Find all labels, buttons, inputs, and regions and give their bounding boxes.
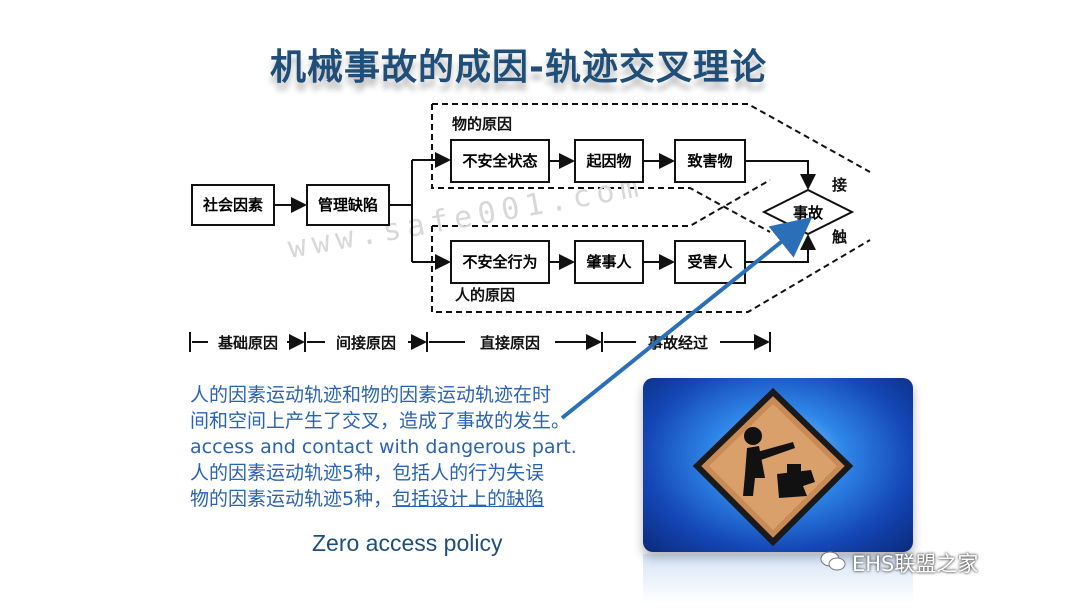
human-trajectory-envelope [431,179,871,313]
contact-label-2: 触 [832,228,847,246]
wechat-icon [820,551,846,571]
harmful-object-box: 致害物 [674,139,746,183]
stage-indirect: 间接原因 [336,334,396,352]
svg-text:不安全状态: 不安全状态 [462,152,537,170]
material-cause-label: 物的原因 [452,115,512,133]
wechat-watermark: EHS联盟之家 [852,552,979,576]
perpetrator-box: 肇事人 [574,240,644,284]
svg-text:肇事人: 肇事人 [585,253,632,271]
svg-text:起因物: 起因物 [585,152,631,170]
svg-text:不安全行为: 不安全行为 [462,253,537,271]
contact-label-1: 接 [832,176,847,194]
unsafe-state-box: 不安全状态 [450,139,550,183]
warning-sign-illustration [692,387,854,547]
victim-box: 受害人 [674,240,746,284]
human-cause-label: 人的原因 [455,286,515,304]
text-line-3: access and contact with dangerous part. [190,436,577,458]
stage-timeline [189,332,771,352]
svg-text:社会因素: 社会因素 [202,196,263,214]
text-line-2: 间和空间上产生了交叉，造成了事故的发生。 [190,410,571,432]
text-line-4: 人的因素运动轨迹5种，包括人的行为失误 [190,462,545,484]
warning-sign-photo [643,378,913,552]
design-defect-link: 包括设计上的缺陷 [392,488,545,510]
mgmt-defect-box: 管理缺陷 [306,184,390,226]
svg-text:受害人: 受害人 [687,253,733,271]
stage-basic: 基础原因 [217,334,278,352]
text-line-1: 人的因素运动轨迹和物的因素运动轨迹在时 [190,384,552,406]
unsafe-act-box: 不安全行为 [450,240,550,284]
material-trajectory-envelope [431,103,871,233]
stage-direct: 直接原因 [480,334,540,352]
pointer-arrow [560,216,813,420]
svg-text:事故: 事故 [793,204,824,222]
page-title: 机械事故的成因-轨迹交叉理论 [270,47,767,88]
text-line-5: 物的因素运动轨迹5种，包括设计上的缺陷 [190,488,545,510]
policy-caption: Zero access policy [312,530,503,556]
social-factor-box: 社会因素 [191,184,275,226]
causing-object-box: 起因物 [574,139,644,183]
explanation-text: 人的因素运动轨迹和物的因素运动轨迹在时 间和空间上产生了交叉，造成了事故的发生。… [190,382,577,512]
svg-text:致害物: 致害物 [687,152,732,170]
photo-reflection [643,554,913,604]
svg-text:管理缺陷: 管理缺陷 [318,196,378,214]
